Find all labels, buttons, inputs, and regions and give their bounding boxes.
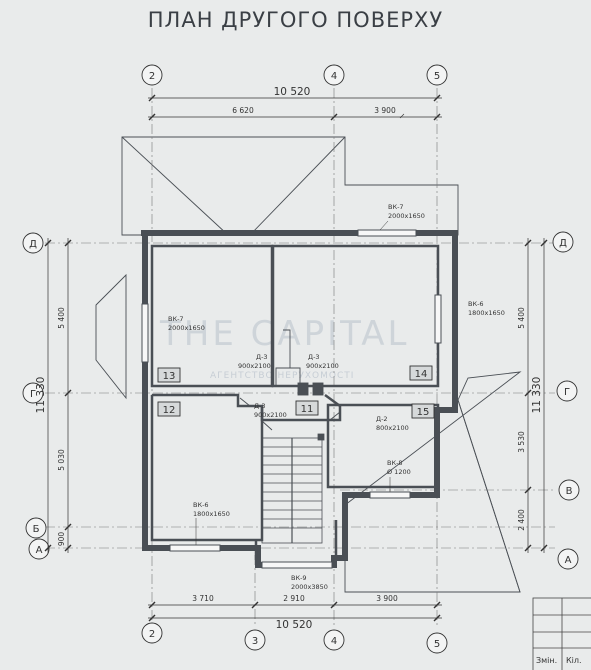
- dim-left-total: 11 330: [35, 377, 47, 414]
- opening-size-vk7-top: 2000x1650: [388, 212, 425, 220]
- watermark-sub: АГЕНТСТВО НЕРУХОМОСТІ: [210, 371, 354, 381]
- dim-right-b: 3 530: [517, 431, 526, 453]
- dim-top-a: 6 620: [232, 106, 254, 115]
- window-marks: [141, 229, 442, 569]
- title-block-corner: [532, 597, 591, 670]
- axis-label-4-bottom: 4: [331, 636, 337, 647]
- axis-label-a-right: А: [565, 555, 572, 566]
- dim-left-a: 5 400: [57, 307, 66, 329]
- opening-label-vk7-left: ВК-7: [168, 315, 184, 323]
- room-number-13: 13: [163, 371, 176, 382]
- axis-lines: [45, 88, 555, 625]
- axis-label-5-bottom: 5: [434, 639, 440, 650]
- opening-label-vk9: ВК-9: [291, 574, 307, 582]
- opening-size-d3-b: 900x2100: [306, 362, 339, 370]
- opening-size-d3-a: 900x2100: [238, 362, 271, 370]
- opening-label-d2: Д-2: [376, 415, 388, 423]
- axis-label-d-left: Д: [29, 239, 37, 250]
- exterior-walls: [141, 230, 458, 568]
- dim-right-c: 2 400: [517, 509, 526, 531]
- opening-label-d3-b: Д-3: [308, 353, 320, 361]
- opening-size-vk7-left: 2000x1650: [168, 324, 205, 332]
- axis-label-3-bottom: 3: [252, 636, 258, 647]
- interior-walls: [150, 244, 440, 560]
- opening-label-vk6-right: ВК-6: [468, 300, 484, 308]
- watermark-main: THE CAPITAL: [159, 314, 409, 354]
- plan-title: ПЛАН ДРУГОГО ПОВЕРХУ: [147, 8, 444, 32]
- dim-bottom-c: 3 900: [376, 594, 398, 603]
- dim-left-c: 900: [57, 532, 66, 547]
- dim-bottom-a: 3 710: [192, 594, 214, 603]
- dimension-lines: [44, 94, 548, 622]
- axis-label-b-left: Б: [33, 524, 40, 535]
- axis-label-2-bottom: 2: [149, 629, 155, 640]
- door-swings: [239, 329, 341, 431]
- axis-label-g-left: Г: [30, 389, 36, 400]
- opening-label-vk8: ВК-8: [387, 459, 403, 467]
- axis-label-4-top: 4: [331, 71, 337, 82]
- opening-label-vk7-top: ВК-7: [388, 203, 404, 211]
- dim-top-total: 10 520: [274, 86, 311, 98]
- room-number-11: 11: [301, 404, 314, 415]
- opening-size-d2: 800x2100: [376, 424, 409, 432]
- room-number-14: 14: [415, 369, 428, 380]
- opening-label-d3-c: Д-3: [254, 402, 266, 410]
- room-number-12: 12: [163, 405, 176, 416]
- opening-label-d3-a: Д-3: [256, 353, 268, 361]
- dim-top-b: 3 900: [374, 106, 396, 115]
- axis-label-2-top: 2: [149, 71, 155, 82]
- dim-right-total: 11 330: [531, 377, 543, 414]
- room-tags: [157, 365, 435, 419]
- axis-label-v-right: В: [566, 486, 573, 497]
- stamp-col-count: Кіл.: [566, 656, 582, 665]
- room-number-15: 15: [417, 407, 430, 418]
- opening-size-d3-c: 900x2100: [254, 411, 287, 419]
- opening-size-vk8: Ø 1200: [387, 468, 411, 476]
- axis-label-a-left: А: [36, 545, 43, 556]
- dim-bottom-b: 2 910: [283, 594, 305, 603]
- stamp-col-changes: Змін.: [536, 656, 557, 665]
- axis-label-5-top: 5: [434, 71, 440, 82]
- dim-bottom-total: 10 520: [276, 619, 313, 631]
- dim-right-a: 5 400: [517, 307, 526, 329]
- axis-label-d-right: Д: [559, 238, 567, 249]
- axis-label-g-right: Г: [564, 387, 570, 398]
- opening-size-vk6-right: 1800x1650: [468, 309, 505, 317]
- staircase: [261, 433, 325, 544]
- axis-ticks-decor: [399, 113, 405, 119]
- opening-size-vk9: 2000x3850: [291, 583, 328, 591]
- dim-left-b: 5 030: [57, 449, 66, 471]
- opening-size-vk6-bottom: 1800x1650: [193, 510, 230, 518]
- axis-bubbles: [22, 64, 580, 654]
- opening-label-vk6-bottom: ВК-6: [193, 501, 209, 509]
